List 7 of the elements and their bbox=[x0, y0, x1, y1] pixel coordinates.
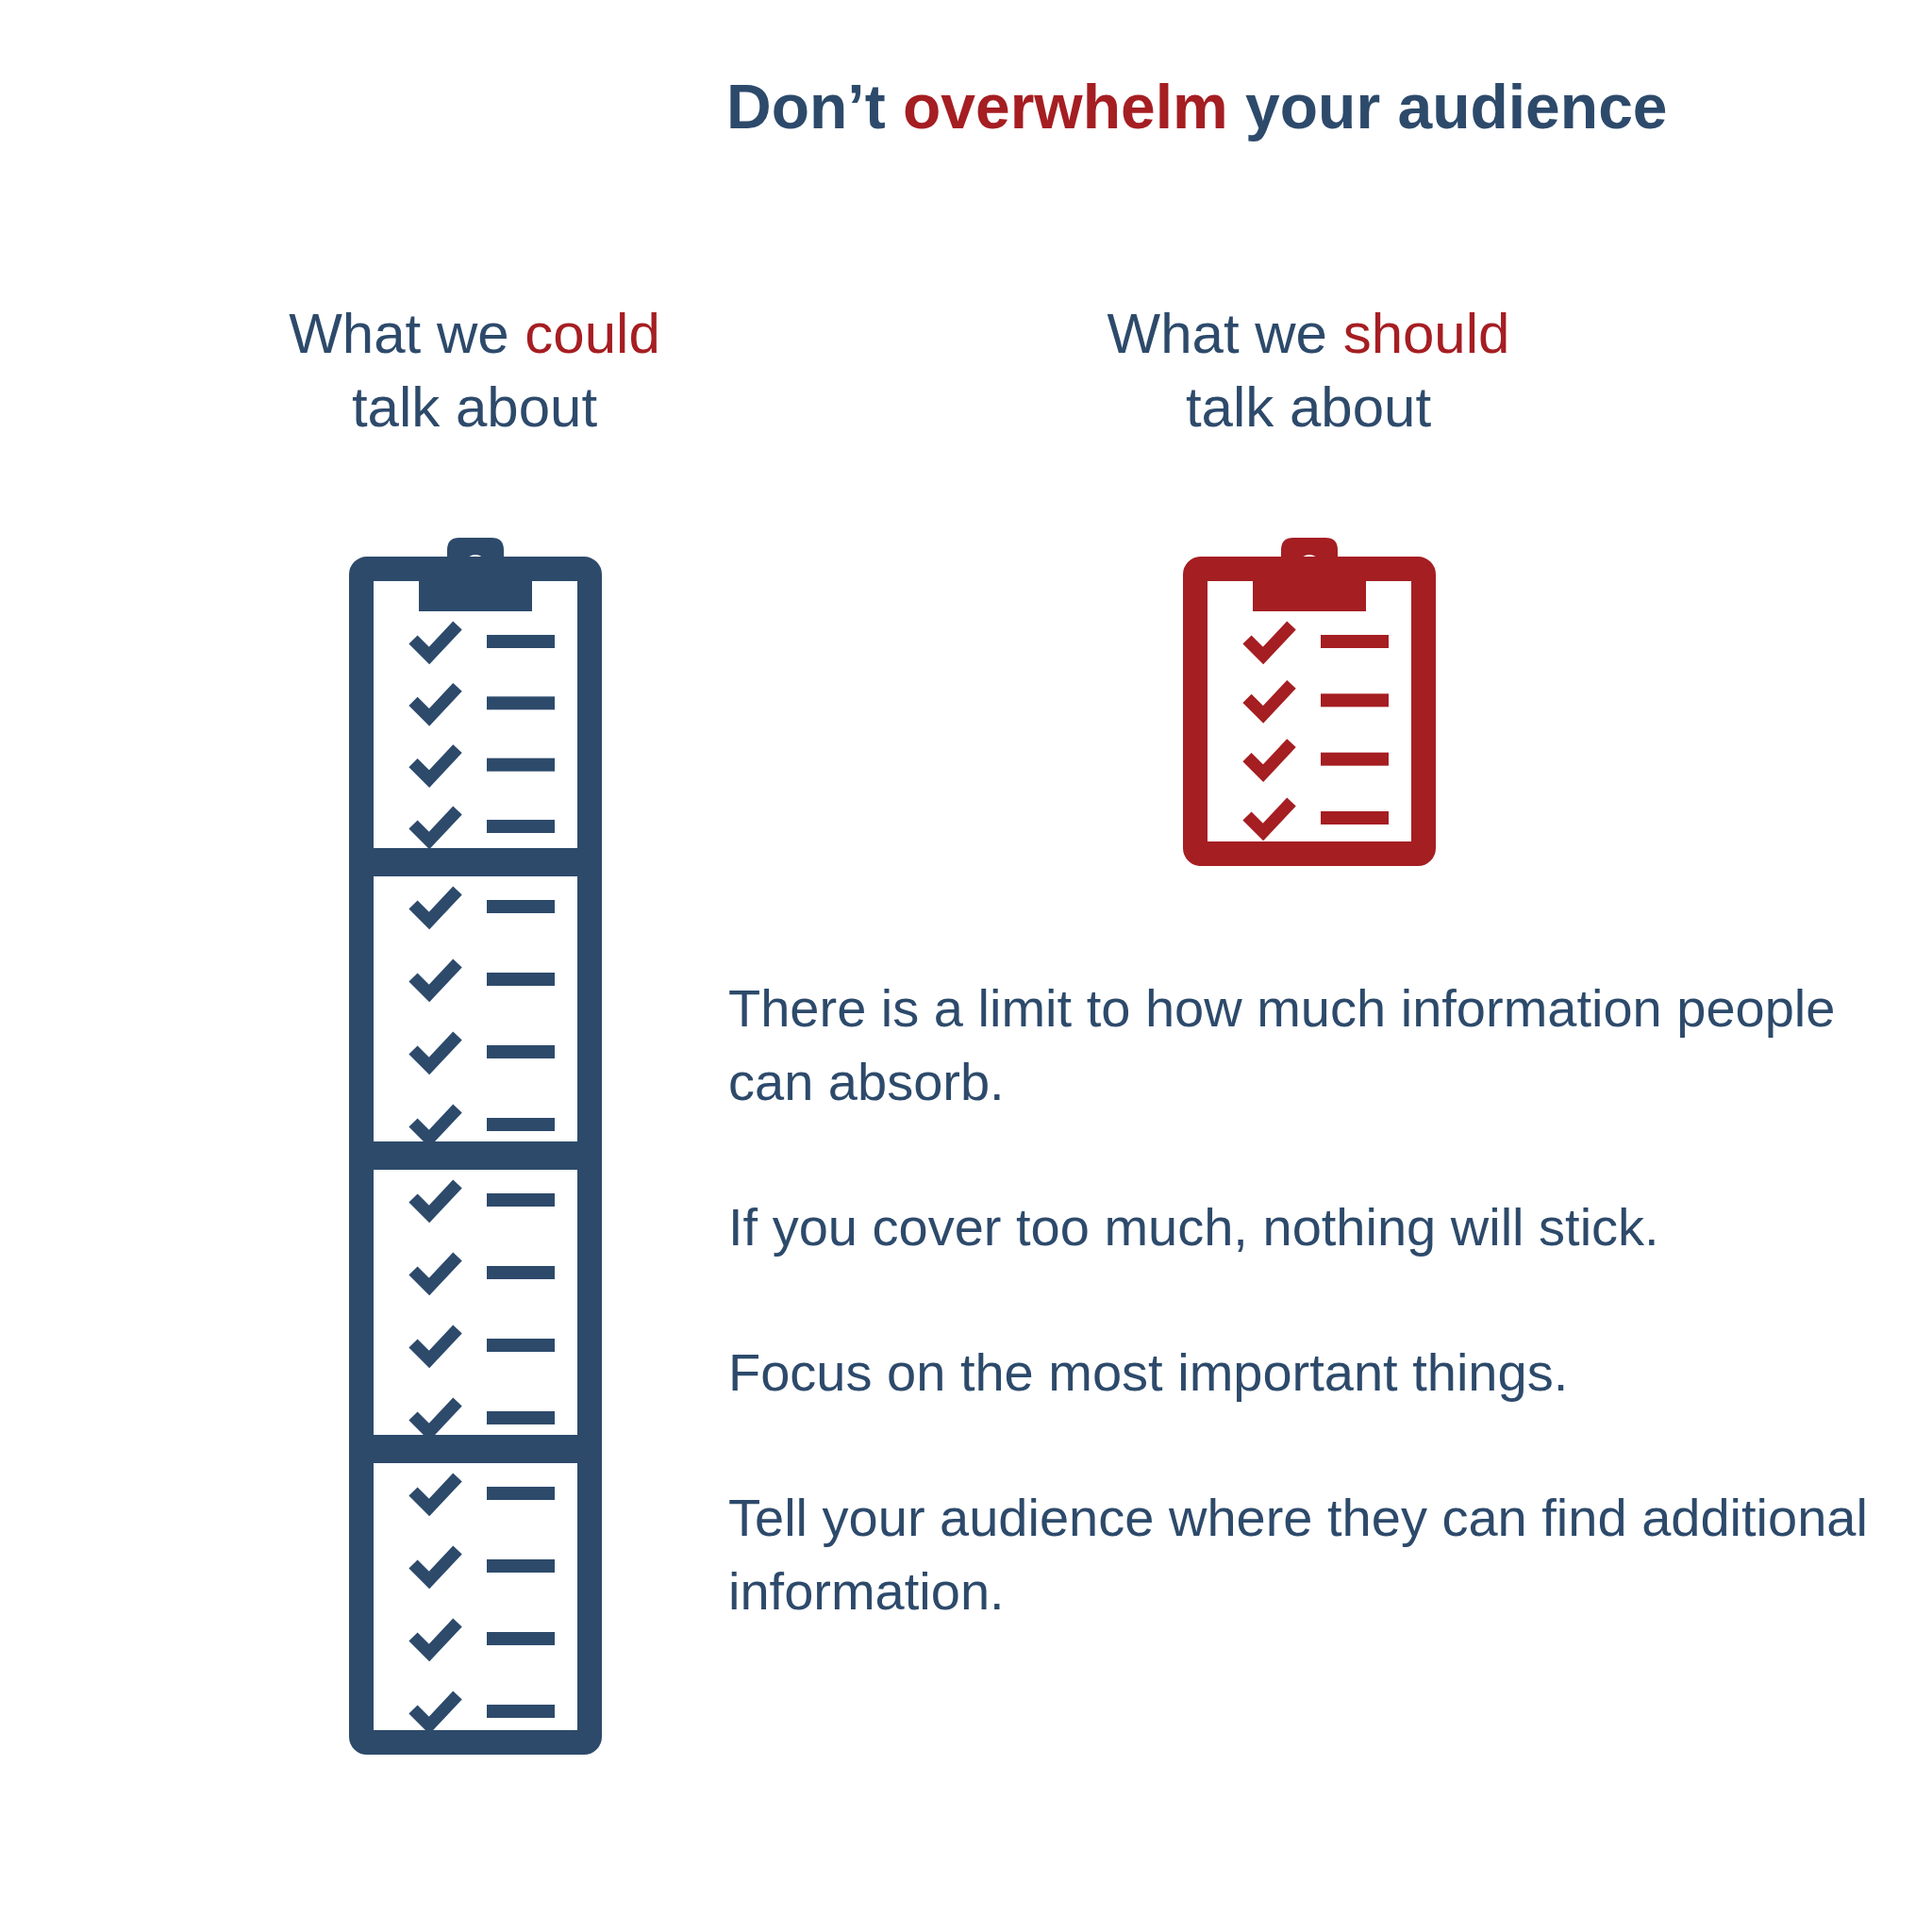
statement-text: If you cover too much, nothing will stick. bbox=[728, 1196, 1660, 1258]
column-heading: What we could talk about bbox=[288, 301, 661, 441]
title: Don’t overwhelm your audience bbox=[726, 71, 1668, 142]
statement-text: Tell your audience where they can find additional information. bbox=[728, 1487, 1869, 1623]
statement-text: There is a limit to how much information people can absorb. bbox=[728, 977, 1837, 1113]
column-heading: What we should talk about bbox=[1106, 301, 1511, 441]
statement-text: Focus on the most important things. bbox=[728, 1341, 1570, 1404]
